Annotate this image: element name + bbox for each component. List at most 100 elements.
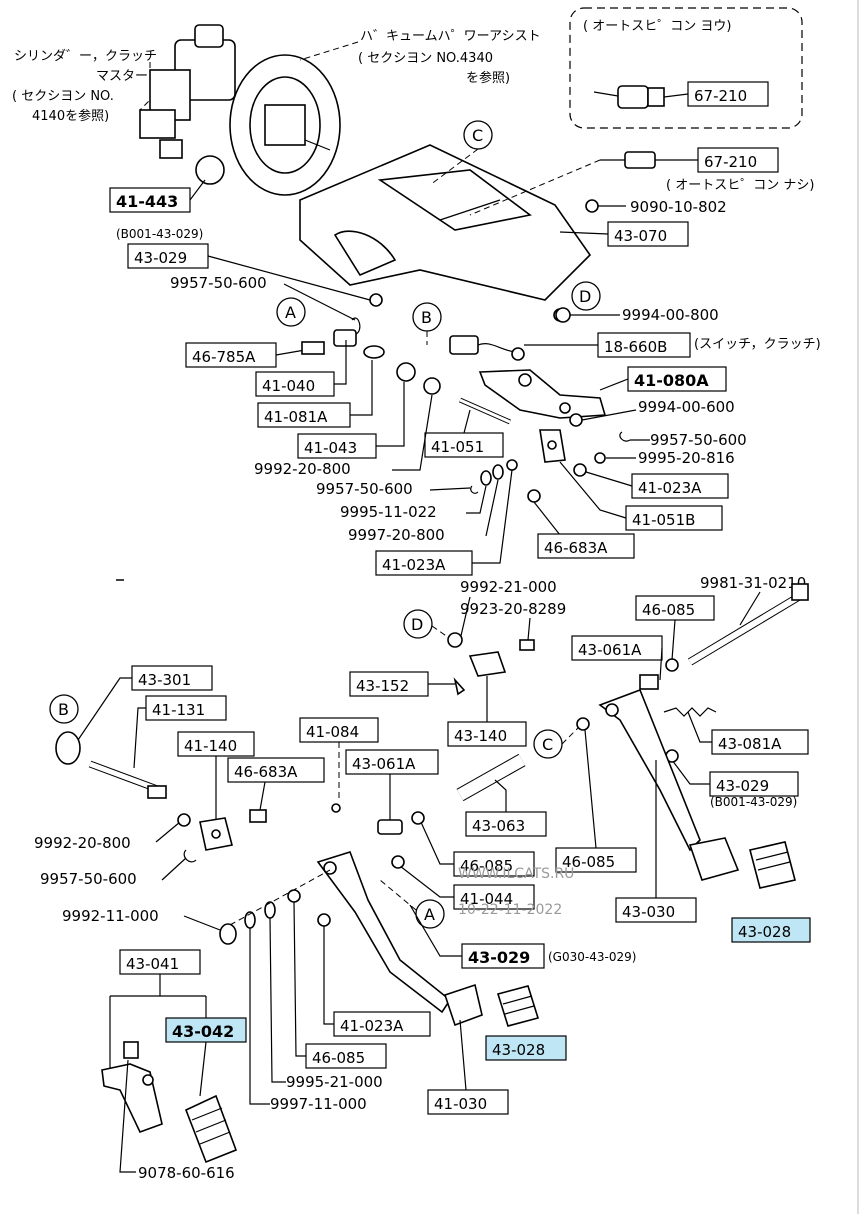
part-label-9994-00-600[interactable]: 9994-00-600 <box>638 398 735 416</box>
part-label-9994-00-800[interactable]: 9994-00-800 <box>622 306 719 324</box>
master-cylinder-drawing <box>139 24 236 185</box>
svg-text:C: C <box>542 735 553 754</box>
nut-icon <box>569 413 583 427</box>
part-label-67-210: 67-210 <box>704 153 757 171</box>
part-box-41-044[interactable] <box>453 884 535 910</box>
stop-switch-drawing <box>600 151 656 169</box>
part-label-43-070: 43-070 <box>614 227 667 245</box>
part-box-41-030[interactable] <box>427 1089 509 1115</box>
pushrod-fork-drawing <box>453 651 507 696</box>
note-cylinder-2: マスター <box>96 69 148 84</box>
part-label-18-660b: 18-660B <box>604 338 667 356</box>
part-box-43-081a[interactable] <box>711 729 809 755</box>
brake-pedal-pad-drawing <box>749 841 796 889</box>
part-box-43-152[interactable] <box>349 671 429 697</box>
part-box-43-061a[interactable] <box>345 749 439 775</box>
note-booster-1: ハ゛キュームハ゜ワーアシスト <box>360 29 541 44</box>
part-label-9957-50-600-b[interactable]: 9957-50-600 <box>40 870 137 888</box>
part-box-46-085-b[interactable] <box>305 1043 387 1069</box>
part-box-43-070[interactable] <box>607 221 689 247</box>
note-g030: (G030-43-029) <box>548 950 636 964</box>
bolt-icon <box>527 489 541 503</box>
cruise-control-box <box>569 7 803 129</box>
clevis-bracket-drawing <box>199 817 233 851</box>
clutch-pedal-drawing <box>316 851 483 1027</box>
part-label-9957-50-600-r[interactable]: 9957-50-600 <box>650 431 747 449</box>
part-box-41-043[interactable] <box>297 433 377 459</box>
part-box-43-029-mid[interactable] <box>709 771 799 797</box>
part-box-67-210-cruise[interactable] <box>687 81 769 107</box>
part-label-41-443: 41-443 <box>116 192 178 211</box>
part-box-41-140[interactable] <box>177 731 255 757</box>
part-box-41-084[interactable] <box>299 717 379 743</box>
part-label-9923-20-8289[interactable]: 9923-20-8289 <box>460 600 566 618</box>
part-label-41-051b: 41-051B <box>632 511 695 529</box>
part-label-43-029-b: 43-029 <box>468 948 530 967</box>
part-box-43-028-r[interactable] <box>731 917 811 943</box>
part-box-43-028-b[interactable] <box>485 1035 567 1061</box>
part-box-43-029-top[interactable] <box>127 243 209 269</box>
part-label-9957-50-600-top[interactable]: 9957-50-600 <box>170 274 267 292</box>
note-b001-top: (B001-43-029) <box>116 227 203 241</box>
washer-stack <box>470 459 518 494</box>
part-box-41-023a-r[interactable] <box>631 473 729 499</box>
grommet-icon <box>55 731 81 765</box>
nut-icon <box>177 813 191 827</box>
part-label-9078-60-616[interactable]: 9078-60-616 <box>138 1164 235 1182</box>
part-box-41-040[interactable] <box>255 371 335 397</box>
part-label-9992-20-800[interactable]: 9992-20-800 <box>34 834 131 852</box>
part-box-41-443[interactable] <box>109 187 191 213</box>
part-label-9995-21-000[interactable]: 9995-21-000 <box>286 1073 383 1091</box>
part-label-46-683a: 46-683A <box>234 763 298 781</box>
part-label-9992-20-800-top[interactable]: 9992-20-800 <box>254 460 351 478</box>
watermark-line2: 10-22-11-2022 <box>458 902 562 918</box>
part-box-46-683a[interactable] <box>227 757 325 783</box>
part-box-43-063[interactable] <box>465 811 547 837</box>
stopper-icon <box>391 855 405 869</box>
watermark-line1: WWW.ILCATS.RU <box>458 866 574 882</box>
part-label-46-085-mid: 46-085 <box>460 857 513 875</box>
shaft-head-icon <box>791 583 809 601</box>
brake-pedal-drawing <box>598 688 740 881</box>
part-box-46-785a[interactable] <box>185 342 277 368</box>
part-label-9992-11-000[interactable]: 9992-11-000 <box>62 907 159 925</box>
part-label-43-081a: 43-081A <box>718 735 782 753</box>
svg-text:D: D <box>579 287 591 306</box>
svg-text:B: B <box>421 308 432 327</box>
part-label-9997-20-800[interactable]: 9997-20-800 <box>348 526 445 544</box>
part-box-41-131[interactable] <box>145 695 227 721</box>
part-box-46-085-top[interactable] <box>635 595 715 621</box>
threaded-rod-icon <box>147 785 167 799</box>
linkage-small-parts <box>333 317 441 395</box>
part-box-43-301[interactable] <box>131 665 213 691</box>
part-box-41-023a-b[interactable] <box>333 1011 431 1037</box>
part-label-43-029-top: 43-029 <box>134 249 187 267</box>
part-label-9995-11-022[interactable]: 9995-11-022 <box>340 503 437 521</box>
part-label-9992-21-000[interactable]: 9992-21-000 <box>460 578 557 596</box>
part-label-9957-50-600-m[interactable]: 9957-50-600 <box>316 480 413 498</box>
part-label-41-044: 41-044 <box>460 890 513 908</box>
bolt-icon <box>369 293 383 307</box>
part-label-43-140: 43-140 <box>454 727 507 745</box>
part-label-67-210-cruise: 67-210 <box>694 87 747 105</box>
part-label-9090-10-802[interactable]: 9090-10-802 <box>630 198 727 216</box>
part-label-43-061a-top: 43-061A <box>578 641 642 659</box>
part-box-46-085-r[interactable] <box>555 847 637 873</box>
note-cylinder-3: ( セクシヨン NO. <box>12 89 114 104</box>
part-box-43-042[interactable] <box>165 1017 247 1043</box>
svg-text:D: D <box>411 615 423 634</box>
part-box-41-080a[interactable] <box>627 366 727 392</box>
part-box-46-683a-top[interactable] <box>537 533 635 559</box>
part-label-9981-31-0210[interactable]: 9981-31-0210 <box>700 574 806 592</box>
part-label-41-084: 41-084 <box>306 723 359 741</box>
part-label-41-140: 41-140 <box>184 737 237 755</box>
part-box-43-029-b[interactable] <box>461 943 545 969</box>
part-box-43-041[interactable] <box>119 949 201 975</box>
bushing-icon <box>411 811 425 825</box>
part-box-41-051[interactable] <box>424 432 504 458</box>
part-box-43-061a-top[interactable] <box>571 635 663 661</box>
callout-a-bottom <box>415 899 445 929</box>
part-label-9995-20-816[interactable]: 9995-20-816 <box>638 449 735 467</box>
part-label-9997-11-000[interactable]: 9997-11-000 <box>270 1095 367 1113</box>
